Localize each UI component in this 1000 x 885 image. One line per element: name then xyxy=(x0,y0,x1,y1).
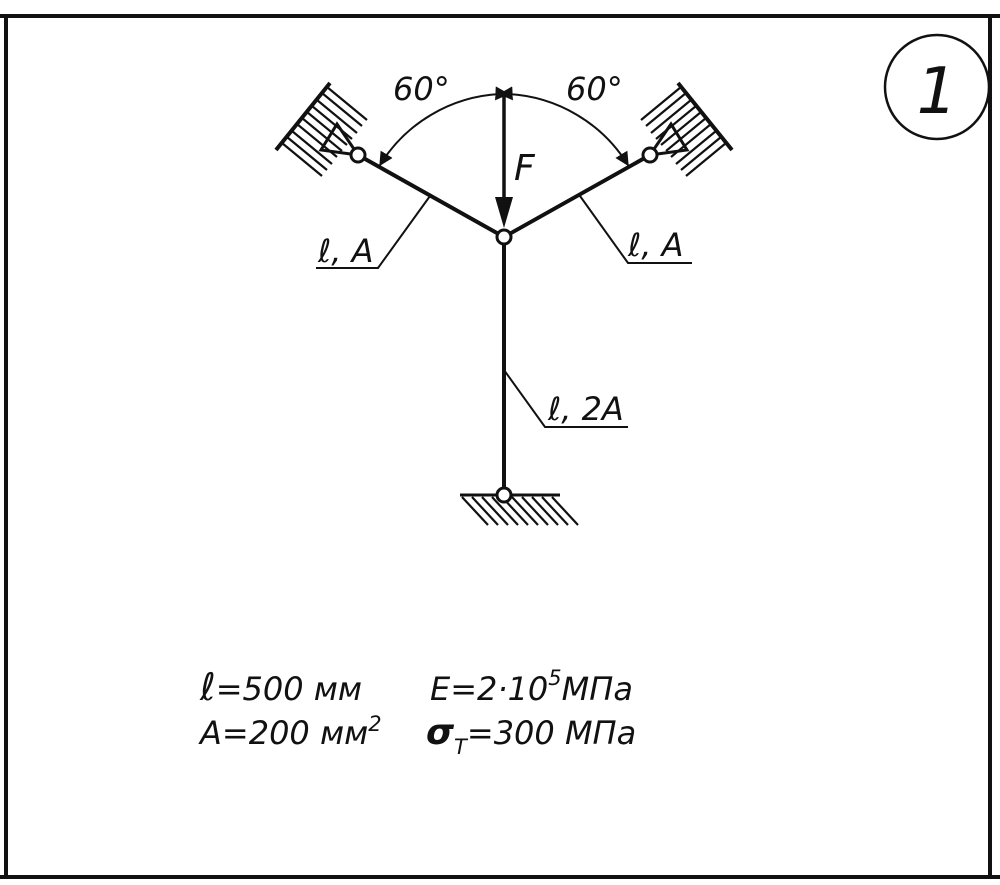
right-angle-label: 60° xyxy=(566,70,623,108)
parameters-block: ℓ=500 мм A=200 мм2 E=2·105МПа σT=300 МПа xyxy=(198,665,636,759)
left-bar xyxy=(356,153,506,239)
left-hinge xyxy=(349,146,367,164)
right-member-label: ℓ, A xyxy=(627,226,683,264)
left-angle-label: 60° xyxy=(393,70,450,108)
right-angle-arc xyxy=(495,86,629,167)
left-angle-arc xyxy=(379,86,513,167)
bottom-support-hatch xyxy=(461,496,579,526)
right-leader xyxy=(579,195,692,264)
right-support xyxy=(640,81,734,177)
param-a-value: A=200 мм xyxy=(198,714,368,752)
param-l: ℓ=500 мм xyxy=(199,665,362,709)
left-support-hatch xyxy=(281,86,368,177)
param-l-symbol: ℓ xyxy=(199,665,216,709)
param-sigma-value: =300 МПа xyxy=(467,714,636,752)
right-hinge xyxy=(641,146,659,164)
center-joint xyxy=(495,228,513,246)
param-l-value: =500 мм xyxy=(216,670,362,708)
param-sigma-symbol: σ xyxy=(426,712,455,753)
right-bar xyxy=(502,153,652,239)
vertical-member-label: ℓ, 2A xyxy=(547,390,624,428)
vertical-leader xyxy=(503,369,628,428)
param-e-sup: 5 xyxy=(548,666,561,690)
figure-number-badge: 1 xyxy=(883,33,991,141)
param-a-sup: 2 xyxy=(368,712,381,736)
param-sigma-sub: T xyxy=(454,735,469,759)
param-a: A=200 мм2 xyxy=(198,712,382,752)
force-label: F xyxy=(514,148,536,189)
param-e: E=2·105МПа xyxy=(430,666,633,708)
force-arrow xyxy=(495,92,513,228)
param-e-unit: МПа xyxy=(562,670,633,708)
left-member-label: ℓ, A xyxy=(317,232,373,270)
bottom-support xyxy=(460,493,579,526)
left-support xyxy=(274,81,368,177)
param-sigma: σT=300 МПа xyxy=(426,712,636,759)
param-e-value: E=2·10 xyxy=(430,670,548,708)
figure-number: 1 xyxy=(917,55,958,129)
right-support-hatch xyxy=(640,86,727,177)
page-frame xyxy=(0,14,1000,879)
left-leader xyxy=(316,195,431,269)
bottom-hinge xyxy=(495,486,513,504)
